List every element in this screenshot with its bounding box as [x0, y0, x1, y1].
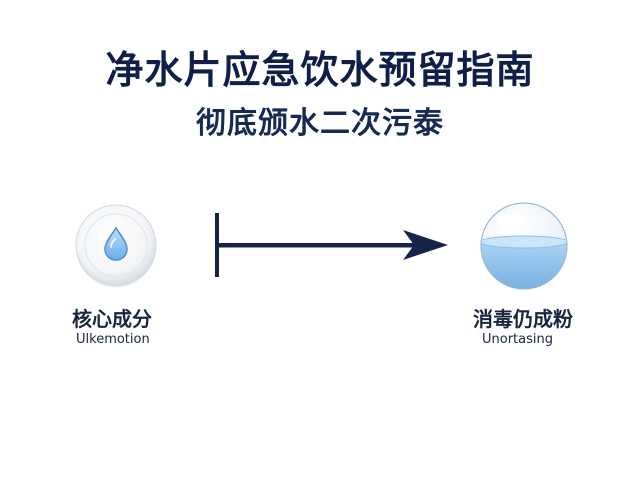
page-title: 净水片应急饮水预留指南	[105, 48, 535, 92]
right-label-en: Unortasing	[482, 332, 553, 347]
right-arrow-icon	[215, 213, 448, 277]
right-label-zh: 消毒仍成粉	[473, 307, 573, 331]
water-drop-tablet-icon	[75, 204, 157, 287]
left-label-zh: 核心成分	[72, 307, 152, 331]
left-label-en: Ulkemotion	[76, 332, 150, 347]
water-bubble-icon	[480, 202, 568, 290]
page-subtitle: 彻底颁水二次污泰	[196, 106, 444, 141]
